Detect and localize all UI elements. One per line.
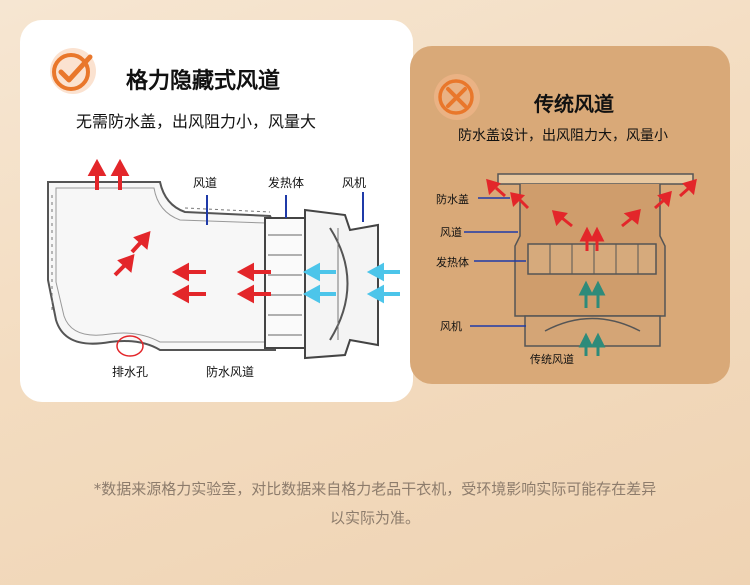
footnote-line-1: *数据来源格力实验室，对比数据来自格力老品干衣机，受环境影响实际可能存在差异 — [93, 480, 657, 498]
gree-hidden-duct-card: 格力隐藏式风道 无需防水盖，出风阻力小，风量大 — [20, 20, 413, 402]
label-drain-hole: 排水孔 — [112, 365, 149, 379]
left-title: 格力隐藏式风道 — [126, 69, 281, 94]
right-subtitle: 防水盖设计，出风阻力大，风量小 — [458, 128, 668, 144]
traditional-duct-card: 传统风道 防水盖设计，出风阻力大，风量小 — [410, 46, 730, 384]
label-waterproof-duct: 防水风道 — [206, 365, 255, 379]
label-heater: 发热体 — [268, 176, 305, 190]
label-duct: 风道 — [193, 176, 218, 190]
label-traditional-duct: 传统风道 — [530, 353, 574, 366]
label-fan-right: 风机 — [440, 320, 462, 333]
cross-circle-icon — [434, 74, 480, 120]
footnote-line-2: 以实际为准。 — [329, 509, 420, 527]
hidden-duct-diagram — [47, 158, 400, 360]
label-duct-right: 风道 — [440, 226, 462, 239]
label-heater-right: 发热体 — [436, 256, 469, 269]
right-title: 传统风道 — [534, 92, 614, 116]
label-waterproof-cover: 防水盖 — [436, 193, 469, 206]
traditional-duct-diagram — [464, 173, 697, 356]
check-circle-icon — [50, 48, 96, 94]
label-fan: 风机 — [342, 176, 367, 190]
left-subtitle: 无需防水盖，出风阻力小，风量大 — [76, 112, 317, 131]
